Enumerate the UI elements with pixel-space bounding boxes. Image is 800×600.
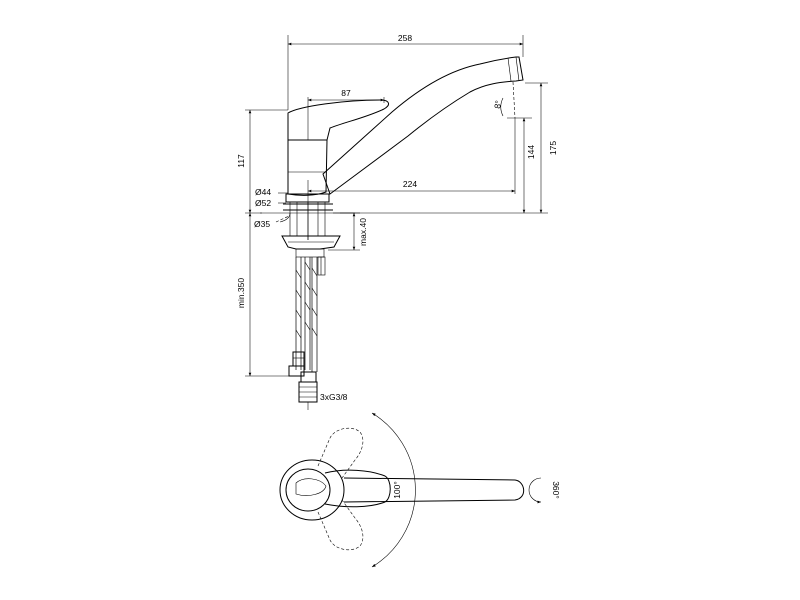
dim-224: 224 xyxy=(403,179,417,189)
lever-side xyxy=(287,99,389,141)
dim-175: 175 xyxy=(548,141,558,155)
spout xyxy=(322,56,524,195)
lever-ghost-lower xyxy=(317,499,364,551)
dim-258: 258 xyxy=(398,33,412,43)
dim-swivel-angle: 360° xyxy=(551,481,561,499)
dim-min-350: min.350 xyxy=(236,278,246,309)
dim-diameter-44: Ø44 xyxy=(255,187,271,197)
lever-ghost-upper xyxy=(317,427,364,479)
dim-diameter-35: Ø35 xyxy=(254,219,270,229)
swivel-arrow xyxy=(528,477,542,504)
faucet-head-inner xyxy=(285,468,331,512)
side-view xyxy=(260,56,524,403)
faucet-head-outer xyxy=(279,459,345,521)
faucet-body xyxy=(287,139,328,196)
dim-87: 87 xyxy=(341,88,351,98)
mounting-bracket xyxy=(281,235,341,250)
dim-117: 117 xyxy=(236,154,246,168)
dim-outlet-angle: 8° xyxy=(492,100,503,110)
dim-144: 144 xyxy=(526,145,536,159)
lever-swing-arc xyxy=(371,412,416,568)
dimension-lines: 258 87 224 175 144 117 Ø44 Ø52 Ø35 xyxy=(236,33,558,410)
dim-diameter-52: Ø52 xyxy=(255,198,271,208)
top-view: 100° 360° xyxy=(279,412,561,568)
base-ring xyxy=(285,193,330,203)
dim-max-40: max.40 xyxy=(358,218,368,246)
dim-lever-angle: 100° xyxy=(392,481,402,499)
spout-top xyxy=(343,477,525,503)
lever-top xyxy=(324,469,391,508)
dim-connections: 3xG3/8 xyxy=(320,392,348,402)
